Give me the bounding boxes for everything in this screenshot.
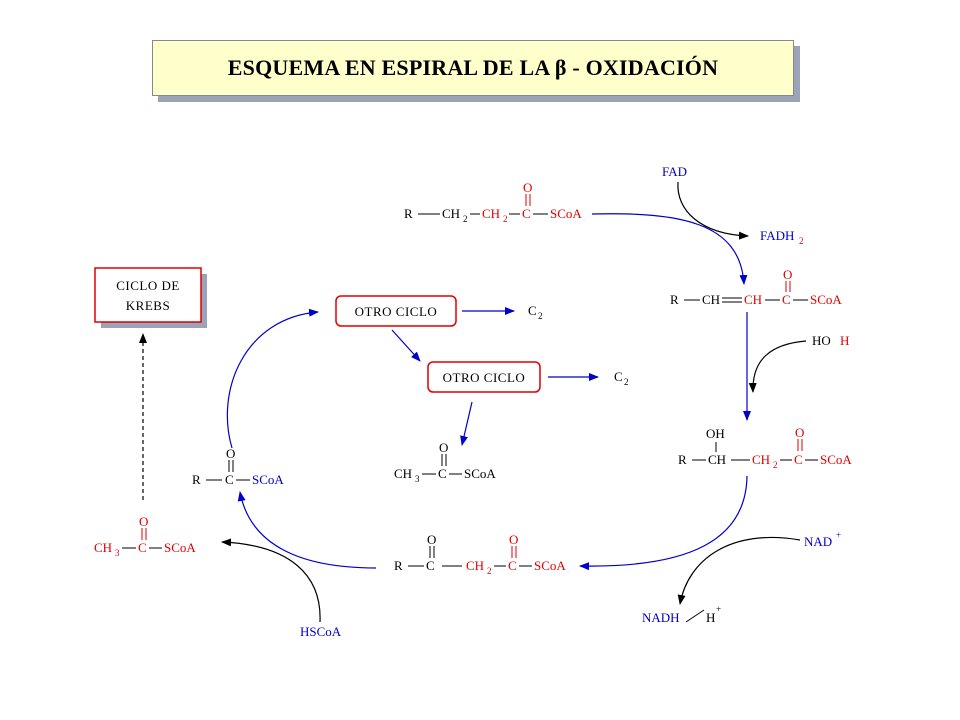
ch-alpha-label: CH (744, 292, 762, 307)
subscript-3: 3 (415, 474, 420, 484)
carbonyl-c: C (794, 452, 803, 467)
otro-ciclo-box-2: OTRO CICLO (427, 361, 541, 393)
otro-ciclo-arrow (391, 329, 421, 362)
next-cycle-arrow (226, 308, 319, 449)
hydroxyacyl-coa-molecule: OH R CH CH 2 C O SCoA (678, 425, 852, 470)
dehydrogenation-arrow (591, 213, 748, 285)
scoa-label: SCoA (464, 466, 496, 481)
hscoa-arrow (221, 538, 321, 623)
carbonyl-o: O (783, 267, 792, 282)
scoa-label: SCoA (252, 472, 284, 487)
subscript-2: 2 (624, 377, 629, 387)
thiolysis-arrow (237, 491, 377, 569)
carbonyl-o: O (226, 446, 235, 461)
subscript-2: 2 (503, 214, 508, 224)
h-label: H (840, 333, 849, 348)
hscoa-label: HSCoA (300, 624, 342, 639)
r-label: R (192, 472, 201, 487)
carbonyl-c: C (522, 206, 531, 221)
plus-sign: + (716, 604, 721, 614)
otro-ciclo-label: OTRO CICLO (355, 304, 438, 319)
scoa-label: SCoA (164, 540, 196, 555)
nad-label: NAD (804, 534, 832, 549)
keto-c: C (426, 558, 435, 573)
hscoa-step: HSCoA (221, 538, 342, 639)
ch2-alpha-label: CH (482, 206, 500, 221)
carbonyl-c: C (782, 292, 791, 307)
carbonyl-c: C (438, 466, 447, 481)
subscript-2: 2 (799, 236, 804, 246)
fad-label: FAD (662, 164, 687, 179)
water-arrow (748, 340, 807, 393)
carbonyl-c: C (225, 472, 234, 487)
otro-ciclo-label: OTRO CICLO (443, 370, 526, 385)
ch2-label: CH (442, 206, 460, 221)
acetyl-coa-molecule: CH 3 C O SCoA (94, 514, 196, 558)
fad-step: FAD FADH 2 (662, 164, 804, 246)
nad-arrow (677, 536, 801, 605)
keto-o: O (427, 532, 436, 547)
carbonyl-o: O (439, 440, 448, 455)
water-step: HO H (748, 333, 849, 393)
oh-label: OH (706, 426, 725, 441)
subscript-3: 3 (115, 548, 120, 558)
r-label: R (678, 452, 687, 467)
subscript-2: 2 (773, 460, 778, 470)
acyl-coa-molecule: R CH 2 CH 2 C O SCoA (404, 180, 582, 224)
shortened-acyl-coa-molecule: R C O SCoA (192, 446, 284, 487)
r-label: R (670, 292, 679, 307)
plus-sign: + (836, 530, 841, 540)
h-label: H (706, 610, 715, 625)
krebs-line2: KREBS (126, 298, 170, 313)
c2-label: C (528, 303, 537, 318)
ch3-label: CH (394, 466, 412, 481)
scoa-label: SCoA (550, 206, 582, 221)
carbonyl-c: C (138, 540, 147, 555)
ch-label: CH (708, 452, 726, 467)
subscript-2: 2 (538, 311, 543, 321)
enoyl-coa-molecule: R CH CH C O SCoA (670, 267, 842, 307)
nadh-label: NADH (642, 610, 680, 625)
oxidation-arrow (579, 475, 748, 571)
r-label: R (394, 558, 403, 573)
carbonyl-c: C (508, 558, 517, 573)
carbonyl-o: O (523, 180, 532, 195)
title-box: ESQUEMA EN ESPIRAL DE LA β - OXIDACIÓN (152, 40, 794, 96)
subscript-2: 2 (487, 566, 492, 576)
ch2-alpha-label: CH (466, 558, 484, 573)
ch-label: CH (702, 292, 720, 307)
scoa-label: SCoA (820, 452, 852, 467)
ketoacyl-coa-molecule: R C O CH 2 C O SCoA (394, 532, 566, 576)
nad-step: NAD + NADH H + (642, 530, 841, 625)
carbonyl-o: O (509, 532, 518, 547)
final-acetyl-coa-molecule: CH 3 C O SCoA (394, 440, 496, 484)
final-acetyl-arrow (460, 401, 473, 446)
ho-label: HO (812, 333, 831, 348)
scoa-label: SCoA (534, 558, 566, 573)
krebs-line1: CICLO DE (116, 278, 180, 293)
page-title: ESQUEMA EN ESPIRAL DE LA β - OXIDACIÓN (227, 55, 719, 80)
carbonyl-o: O (795, 425, 804, 440)
r-label: R (404, 206, 413, 221)
fadh-label: FADH (760, 228, 794, 243)
fad-arrow (677, 181, 749, 240)
ch3-label: CH (94, 540, 112, 555)
ch2-alpha-label: CH (752, 452, 770, 467)
otro-ciclo-box-1: OTRO CICLO (335, 295, 457, 327)
scoa-label: SCoA (810, 292, 842, 307)
subscript-2: 2 (463, 214, 468, 224)
carbonyl-o: O (139, 514, 148, 529)
krebs-cycle-box: CICLO DE KREBS (94, 267, 207, 328)
c2-label: C (614, 369, 623, 384)
